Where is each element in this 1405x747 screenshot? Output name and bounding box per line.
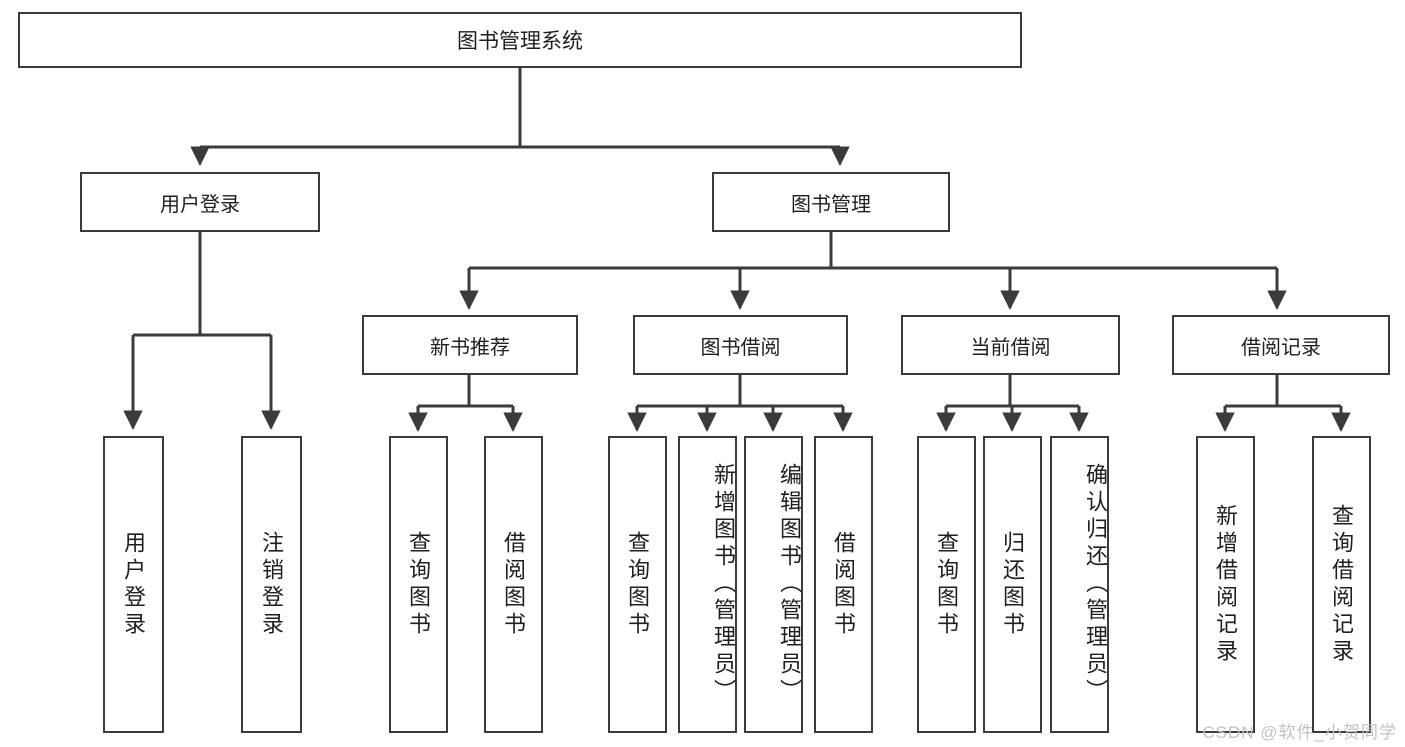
leaf-query-book-1[interactable]: 查询图书 [389, 436, 448, 733]
node-borrow-record[interactable]: 借阅记录 [1172, 315, 1390, 375]
leaf-query-record[interactable]: 查询借阅记录 [1312, 436, 1371, 733]
leaf-return-book-label: 归还图书 [1000, 530, 1026, 639]
leaf-query-record-label: 查询借阅记录 [1329, 503, 1355, 666]
leaf-add-record[interactable]: 新增借阅记录 [1196, 436, 1255, 733]
leaf-confirm-return-label: 确认归还（管理员） [1083, 463, 1108, 706]
node-root[interactable]: 图书管理系统 [18, 12, 1022, 68]
leaf-edit-book[interactable]: 编辑图书（管理员） [744, 436, 803, 733]
leaf-user-login[interactable]: 用户登录 [103, 436, 164, 733]
node-book-manage[interactable]: 图书管理 [712, 172, 950, 232]
node-book-borrow-label: 图书借阅 [700, 336, 781, 359]
leaf-borrow-book-2-label: 借阅图书 [831, 530, 857, 639]
leaf-borrow-book-1-label: 借阅图书 [501, 530, 527, 639]
node-current-borrow-label: 当前借阅 [970, 336, 1051, 359]
node-book-borrow[interactable]: 图书借阅 [633, 315, 848, 375]
leaf-borrow-book-1[interactable]: 借阅图书 [484, 436, 543, 733]
node-borrow-record-label: 借阅记录 [1241, 336, 1321, 359]
leaf-query-book-2[interactable]: 查询图书 [608, 436, 667, 733]
leaf-user-logout[interactable]: 注销登录 [241, 436, 302, 733]
leaf-borrow-book-2[interactable]: 借阅图书 [814, 436, 873, 733]
leaf-query-book-1-label: 查询图书 [406, 530, 432, 639]
leaf-add-book-label: 新增图书（管理员） [711, 463, 736, 706]
leaf-user-login-label: 用户登录 [121, 530, 147, 639]
leaf-query-book-3[interactable]: 查询图书 [917, 436, 976, 733]
node-book-manage-label: 图书管理 [791, 193, 871, 216]
leaf-query-book-3-label: 查询图书 [934, 530, 960, 639]
node-user-login[interactable]: 用户登录 [80, 172, 320, 232]
leaf-query-book-2-label: 查询图书 [625, 530, 651, 639]
leaf-add-record-label: 新增借阅记录 [1213, 503, 1239, 666]
leaf-user-logout-label: 注销登录 [259, 530, 285, 639]
node-new-book-recommend-label: 新书推荐 [430, 336, 510, 359]
leaf-confirm-return[interactable]: 确认归还（管理员） [1050, 436, 1109, 733]
csdn-watermark: CSDN @软件_小贺同学 [1202, 723, 1397, 742]
node-new-book-recommend[interactable]: 新书推荐 [362, 315, 578, 375]
leaf-add-book[interactable]: 新增图书（管理员） [678, 436, 737, 733]
node-root-label: 图书管理系统 [457, 30, 583, 53]
node-current-borrow[interactable]: 当前借阅 [901, 315, 1120, 375]
leaf-edit-book-label: 编辑图书（管理员） [777, 463, 802, 706]
node-user-login-label: 用户登录 [160, 193, 240, 216]
leaf-return-book[interactable]: 归还图书 [983, 436, 1042, 733]
